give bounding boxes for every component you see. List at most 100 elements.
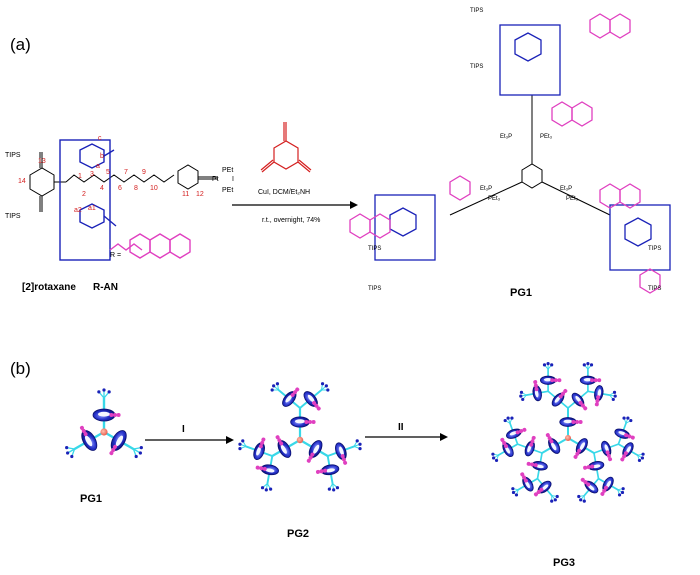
- pg1-et3p-label: Et₃P: [560, 186, 572, 192]
- terminal-group: [272, 384, 276, 388]
- pg1-et3p-label: Et₃P: [500, 134, 512, 140]
- macrocycle-ring: [253, 442, 265, 461]
- terminal-group: [491, 452, 495, 456]
- terminal-group: [238, 442, 242, 446]
- terminal-group: [134, 454, 138, 459]
- terminal-group: [519, 390, 524, 394]
- position-letter: a1: [88, 205, 96, 212]
- terminal-group: [514, 493, 519, 497]
- terminal-group: [275, 382, 280, 386]
- reactant-pet3-top: PEt: [222, 167, 233, 174]
- pg1-et3p-label: PEt₃: [540, 134, 553, 140]
- terminal-group: [542, 363, 547, 367]
- terminal-group: [546, 361, 550, 366]
- anthracene-unit: [571, 420, 583, 424]
- terminal-group: [621, 487, 625, 491]
- terminal-group: [358, 447, 362, 451]
- terminal-group: [269, 487, 273, 491]
- panel-a-label: (a): [10, 35, 31, 54]
- pg1-et3p-label: PEt₃: [488, 196, 501, 202]
- position-number: 2: [82, 191, 86, 198]
- pg1-tips-label: TIPS: [368, 286, 381, 292]
- terminal-group: [97, 390, 101, 394]
- terminal-group: [139, 446, 143, 450]
- pg1-cartoon: [65, 388, 143, 459]
- terminal-group: [617, 493, 622, 497]
- terminal-group: [611, 397, 615, 402]
- terminal-group: [582, 499, 586, 503]
- terminal-group: [491, 456, 496, 460]
- terminal-group: [241, 439, 245, 443]
- terminal-group: [511, 490, 516, 495]
- anthracene-unit: [578, 400, 588, 411]
- terminal-group: [622, 416, 626, 420]
- terminal-group: [107, 390, 111, 394]
- product-pg2-name: PG2: [287, 528, 309, 540]
- pg1-et3p-label: PEt₃: [566, 196, 579, 202]
- anthracene-unit: [533, 487, 544, 497]
- position-letter: a: [96, 163, 100, 170]
- dendrimer-cartoons: [65, 361, 645, 503]
- terminal-group: [355, 439, 359, 443]
- position-number: 11: [182, 191, 189, 198]
- reactant-pet3-bottom: PEt: [222, 187, 233, 194]
- anthracene-unit: [573, 448, 582, 459]
- pg1-tips-label: TIPS: [368, 246, 381, 252]
- anthracene-unit: [624, 433, 635, 440]
- macrocycle-ring: [335, 442, 347, 461]
- reactant-pt: Pt: [212, 176, 219, 183]
- terminal-group: [629, 418, 633, 423]
- terminal-group: [320, 382, 325, 386]
- position-number: 8: [134, 185, 138, 192]
- position-letter: c: [98, 135, 102, 142]
- anthracene-unit: [520, 472, 528, 483]
- pg2-cartoon: [238, 382, 362, 492]
- anthracene-unit: [306, 452, 315, 463]
- position-number: 1: [78, 173, 82, 180]
- anthracene-unit: [529, 435, 536, 447]
- terminal-group: [326, 388, 330, 392]
- position-number: 6: [118, 185, 122, 192]
- position-number: 4: [100, 185, 104, 192]
- position-number: 13: [38, 158, 46, 165]
- macrocycle-ring: [539, 375, 557, 385]
- trialkyne-reagent: [260, 122, 312, 173]
- position-number: 12: [196, 191, 204, 198]
- pg1-et3p-label: Et₃P: [480, 186, 492, 192]
- anthracene-unit: [600, 485, 609, 496]
- terminal-group: [613, 394, 617, 398]
- product-pg3-name: PG3: [553, 557, 575, 569]
- terminal-group: [555, 494, 559, 499]
- anthracene-unit: [545, 433, 554, 444]
- terminal-group: [138, 451, 142, 455]
- conditions-line1: CuI, DCM/Et₂NH: [258, 189, 310, 196]
- reactant-structure: [29, 139, 218, 261]
- terminal-group: [270, 388, 274, 392]
- pg1-tips-label: TIPS: [648, 286, 661, 292]
- anthracene-unit: [558, 388, 568, 399]
- terminal-group: [503, 418, 507, 423]
- pg1-structure: [349, 13, 671, 294]
- terminal-group: [589, 363, 594, 367]
- macrocycle-ring: [601, 440, 612, 457]
- pg1-tips-label: TIPS: [648, 246, 661, 252]
- anthracene-unit: [275, 435, 284, 446]
- terminal-group: [358, 442, 362, 446]
- core-node: [565, 435, 571, 441]
- terminal-group: [494, 458, 499, 463]
- step1-label: I: [182, 424, 185, 435]
- reactant-tips-top: TIPS: [5, 152, 21, 159]
- terminal-group: [612, 390, 617, 394]
- position-number: 10: [150, 185, 158, 192]
- pg1-tips-label: TIPS: [470, 64, 483, 70]
- panel-b-label: (b): [10, 359, 31, 378]
- position-number: 5: [106, 169, 110, 176]
- anthracene-unit: [533, 380, 539, 392]
- terminal-group: [637, 458, 642, 463]
- macrocycle-ring: [524, 440, 535, 457]
- anthracene-unit: [258, 437, 266, 449]
- r-group-label: R =: [110, 252, 121, 259]
- anthracene-unit: [255, 465, 267, 471]
- pg3-cartoon: [491, 361, 645, 503]
